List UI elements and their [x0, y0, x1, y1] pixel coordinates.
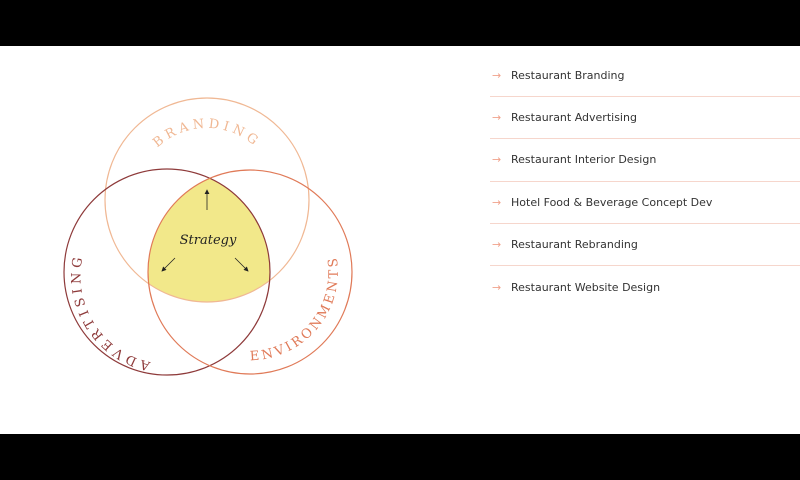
arrow-down-left-icon: [161, 257, 176, 272]
arrow-right-icon: →: [492, 111, 502, 125]
service-item-advertising[interactable]: → Restaurant Advertising: [490, 97, 800, 140]
arrow-right-icon: →: [492, 195, 502, 209]
arrow-right-icon: →: [492, 237, 502, 251]
service-label: Restaurant Rebranding: [511, 237, 638, 251]
strategy-region: [148, 170, 270, 302]
service-item-branding[interactable]: → Restaurant Branding: [490, 55, 800, 98]
arrow-right-icon: →: [492, 69, 502, 83]
venn-diagram: BRANDING ADVERTISING ENVIRONMENTS Strate…: [63, 97, 353, 376]
service-label: Restaurant Branding: [511, 69, 625, 83]
services-list: → Restaurant Branding → Restaurant Adverti…: [490, 55, 800, 308]
service-label: Hotel Food & Beverage Concept Dev: [511, 195, 713, 209]
arrow-right-icon: →: [492, 153, 502, 167]
service-label: Restaurant Interior Design: [511, 153, 657, 167]
page-content: BRANDING ADVERTISING ENVIRONMENTS Strate…: [0, 46, 800, 434]
arrow-down-right-icon: [234, 257, 249, 272]
service-item-interior-design[interactable]: → Restaurant Interior Design: [490, 139, 800, 182]
branding-label: BRANDING: [150, 117, 263, 151]
strategy-label: Strategy: [180, 233, 237, 248]
environments-circle: [147, 169, 353, 375]
service-label: Restaurant Advertising: [511, 111, 637, 125]
arrow-right-icon: →: [492, 280, 502, 294]
advertising-label: ADVERTISING: [69, 252, 152, 373]
advertising-circle: [63, 168, 271, 376]
service-item-website-design[interactable]: → Restaurant Website Design: [490, 266, 800, 308]
branding-circle: [104, 97, 310, 303]
service-item-rebranding[interactable]: → Restaurant Rebranding: [490, 224, 800, 266]
service-item-hotel-fb[interactable]: → Hotel Food & Beverage Concept Dev: [490, 182, 800, 224]
service-label: Restaurant Website Design: [511, 280, 661, 294]
